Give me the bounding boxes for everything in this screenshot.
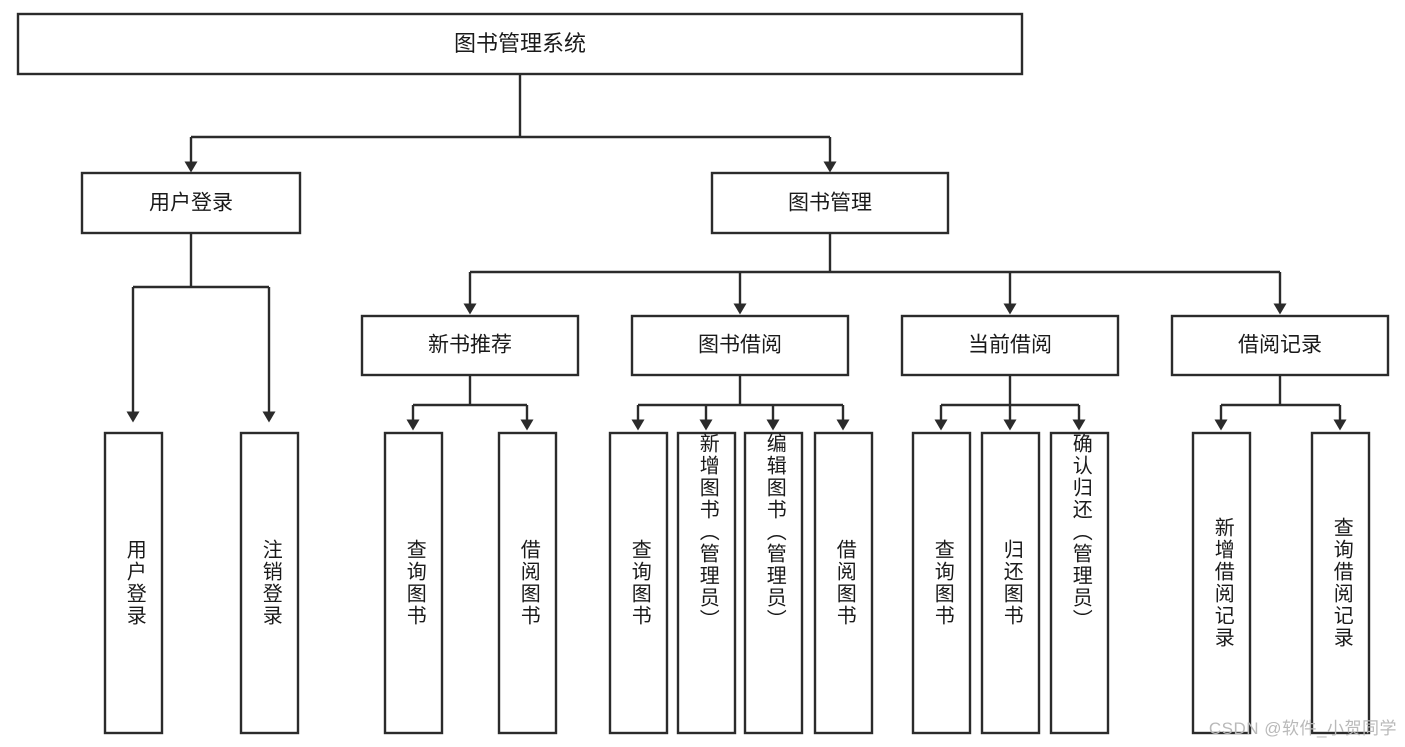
node-new-book-recommend-label: 新书推荐 [428,334,512,357]
node-current-borrow-box [900,314,1120,377]
node-user-login-label: 用户登录 [149,192,233,215]
node-new-book-recommend-box [360,314,580,377]
leaf-box-book-borrow-4[interactable] [813,431,874,735]
node-root-book-system[interactable]: 图书管理系统 [16,12,1024,76]
leaf-boxes-group [103,431,1371,735]
node-borrow-record[interactable]: 借阅记录 [1170,314,1390,377]
node-book-manage-box [710,171,950,235]
connectors-group [126,74,1347,431]
leaf-box-current-borrow-3[interactable] [1049,431,1110,735]
node-book-manage[interactable]: 图书管理 [710,171,950,235]
node-root-box [16,12,1024,76]
node-user-login[interactable]: 用户登录 [80,171,302,235]
leaf-box-book-borrow-3[interactable] [743,431,804,735]
csdn-watermark: CSDN @软件_小贺同学 [1208,719,1397,738]
node-book-borrow[interactable]: 图书借阅 [630,314,850,377]
leaf-box-book-borrow-2[interactable] [676,431,737,735]
node-book-borrow-label: 图书借阅 [698,334,782,357]
leaf-box-new-book-1[interactable] [383,431,444,735]
leaf-box-borrow-record-2[interactable] [1310,431,1371,735]
node-book-borrow-box [630,314,850,377]
node-current-borrow[interactable]: 当前借阅 [900,314,1120,377]
leaf-box-new-book-2[interactable] [497,431,558,735]
leaf-box-user-login-2[interactable] [239,431,300,735]
node-new-book-recommend[interactable]: 新书推荐 [360,314,580,377]
node-borrow-record-label: 借阅记录 [1238,334,1322,357]
leaf-box-user-login-1[interactable] [103,431,164,735]
node-borrow-record-box [1170,314,1390,377]
node-user-login-box [80,171,302,235]
leaf-box-current-borrow-2[interactable] [980,431,1041,735]
node-root-label: 图书管理系统 [454,31,586,56]
node-current-borrow-label: 当前借阅 [968,334,1052,357]
node-book-manage-label: 图书管理 [788,192,872,215]
leaf-box-current-borrow-1[interactable] [911,431,972,735]
leaf-box-book-borrow-1[interactable] [608,431,669,735]
leaf-box-borrow-record-1[interactable] [1191,431,1252,735]
